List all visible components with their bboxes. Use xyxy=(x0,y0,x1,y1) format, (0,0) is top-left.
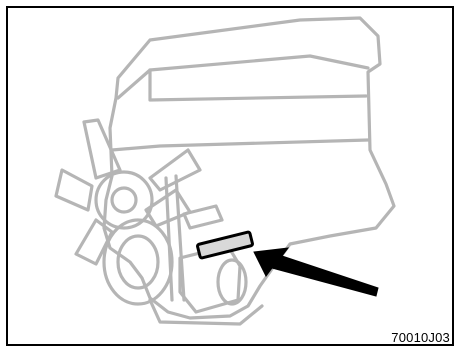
pointer-arrow-icon xyxy=(254,248,378,296)
figure-code: 70010J03 xyxy=(391,330,450,345)
highlighted-part xyxy=(197,232,253,259)
